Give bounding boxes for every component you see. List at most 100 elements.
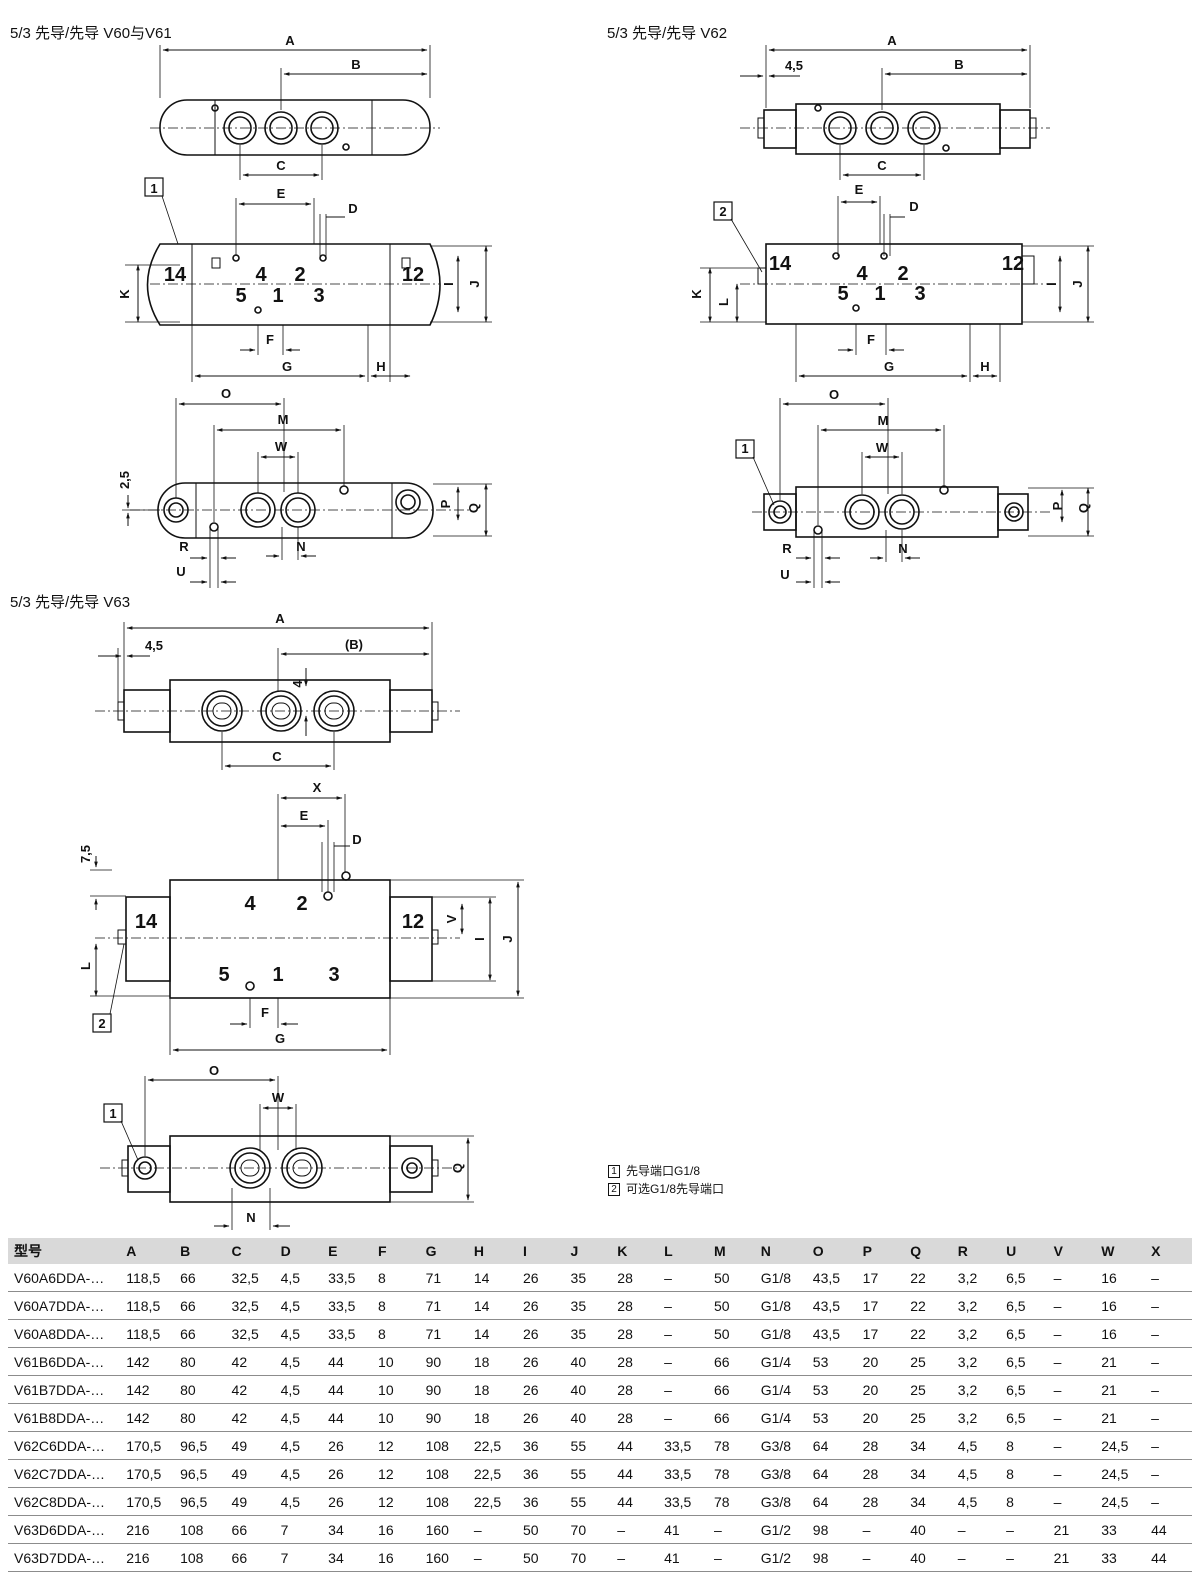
svg-text:L: L [78,962,93,970]
table-cell: 160 [419,1515,468,1544]
legend-text: 可选G1/8先导端口 [626,1182,725,1196]
svg-text:1: 1 [741,441,748,456]
table-cell: 6,5 [1000,1347,1048,1376]
table-cell: – [1047,1375,1096,1404]
table-cell: – [1047,1291,1096,1320]
svg-text:1: 1 [272,964,283,986]
column-header: W [1095,1238,1146,1264]
table-cell: 26 [516,1403,565,1432]
svg-text:14: 14 [769,253,792,275]
model-cell: V61B8DDA-… [8,1403,121,1432]
svg-text:A: A [285,33,295,48]
svg-text:O: O [209,1063,219,1078]
column-header: E [322,1238,373,1264]
svg-text:J: J [500,935,515,942]
svg-text:I: I [472,937,487,941]
table-cell: 43,5 [806,1319,857,1348]
table-cell: 4,5 [274,1431,323,1460]
table-cell: 17 [856,1319,905,1348]
table-cell: 16 [372,1543,420,1572]
table-cell: 160 [419,1543,468,1572]
table-cell: 41 [658,1515,708,1544]
table-cell: 26 [516,1319,565,1348]
table-cell: 108 [419,1431,468,1460]
legend-text: 先导端口G1/8 [626,1164,701,1178]
column-header: H [467,1238,517,1264]
svg-text:2: 2 [719,204,726,219]
table-cell: 26 [516,1375,565,1404]
table-cell: 18 [467,1375,517,1404]
v63-top-view [95,622,460,770]
table-cell: 44 [1145,1515,1192,1544]
legend-item-2: 2 可选G1/8先导端口 [608,1180,724,1198]
svg-text:L: L [716,298,731,306]
v60-top-view [150,45,440,180]
table-cell: – [856,1543,905,1572]
table-cell: 25 [904,1347,952,1376]
table-cell: 66 [707,1375,755,1404]
svg-text:U: U [176,564,185,579]
table-cell: G1/4 [754,1375,807,1404]
column-header: X [1145,1238,1192,1264]
table-cell: 10 [372,1375,420,1404]
table-cell: 3,2 [951,1264,1001,1292]
table-cell: 3,2 [951,1347,1001,1376]
table-cell: 33,5 [658,1487,708,1516]
table-cell: 32,5 [225,1291,275,1320]
table-cell: 8 [372,1291,420,1320]
model-cell: V62C7DDA-… [8,1459,121,1488]
table-cell: 49 [225,1459,275,1488]
table-cell: G3/8 [754,1459,807,1488]
column-header: C [225,1238,275,1264]
table-cell: 4,5 [274,1375,323,1404]
table-cell: 64 [806,1487,857,1516]
table-cell: 4,5 [274,1319,323,1348]
svg-text:P: P [1050,501,1065,510]
legend-number-box: 1 [608,1164,620,1178]
table-cell: 78 [707,1487,755,1516]
svg-text:5: 5 [837,283,848,305]
table-cell: 6,5 [1000,1319,1048,1348]
table-cell: 34 [904,1431,952,1460]
table-cell: 44 [611,1431,659,1460]
table-cell: 55 [564,1459,612,1488]
table-cell: 44 [1145,1543,1192,1572]
table-cell: 108 [419,1459,468,1488]
svg-text:12: 12 [402,911,424,933]
svg-text:N: N [296,539,305,554]
v62-bottom-view [735,398,1094,588]
table-cell: 4,5 [274,1403,323,1432]
column-header: L [658,1238,708,1264]
table-cell: 33,5 [322,1291,373,1320]
table-cell: – [1145,1347,1192,1376]
table-cell: 49 [225,1487,275,1516]
table-cell: G3/8 [754,1487,807,1516]
table-cell: 40 [904,1543,952,1572]
svg-text:3: 3 [914,283,925,305]
model-cell: V63D7DDA-… [8,1543,121,1572]
table-cell: 41 [658,1543,708,1572]
svg-text:E: E [855,182,864,197]
table-cell: 3,2 [951,1291,1001,1320]
table-cell: 28 [856,1487,905,1516]
table-cell: G1/8 [754,1264,807,1292]
table-cell: 17 [856,1291,905,1320]
svg-text:H: H [376,359,385,374]
svg-text:G: G [282,359,292,374]
table-cell: 53 [806,1347,857,1376]
svg-text:2: 2 [897,263,908,285]
table-cell: G3/8 [754,1431,807,1460]
table-cell: 32,5 [225,1264,275,1292]
svg-text:4: 4 [856,263,868,285]
table-cell: – [1047,1431,1096,1460]
table-cell: – [951,1515,1001,1544]
table-cell: 170,5 [120,1487,175,1516]
table-cell: 6,5 [1000,1403,1048,1432]
table-cell: – [951,1543,1001,1572]
svg-text:E: E [277,186,286,201]
